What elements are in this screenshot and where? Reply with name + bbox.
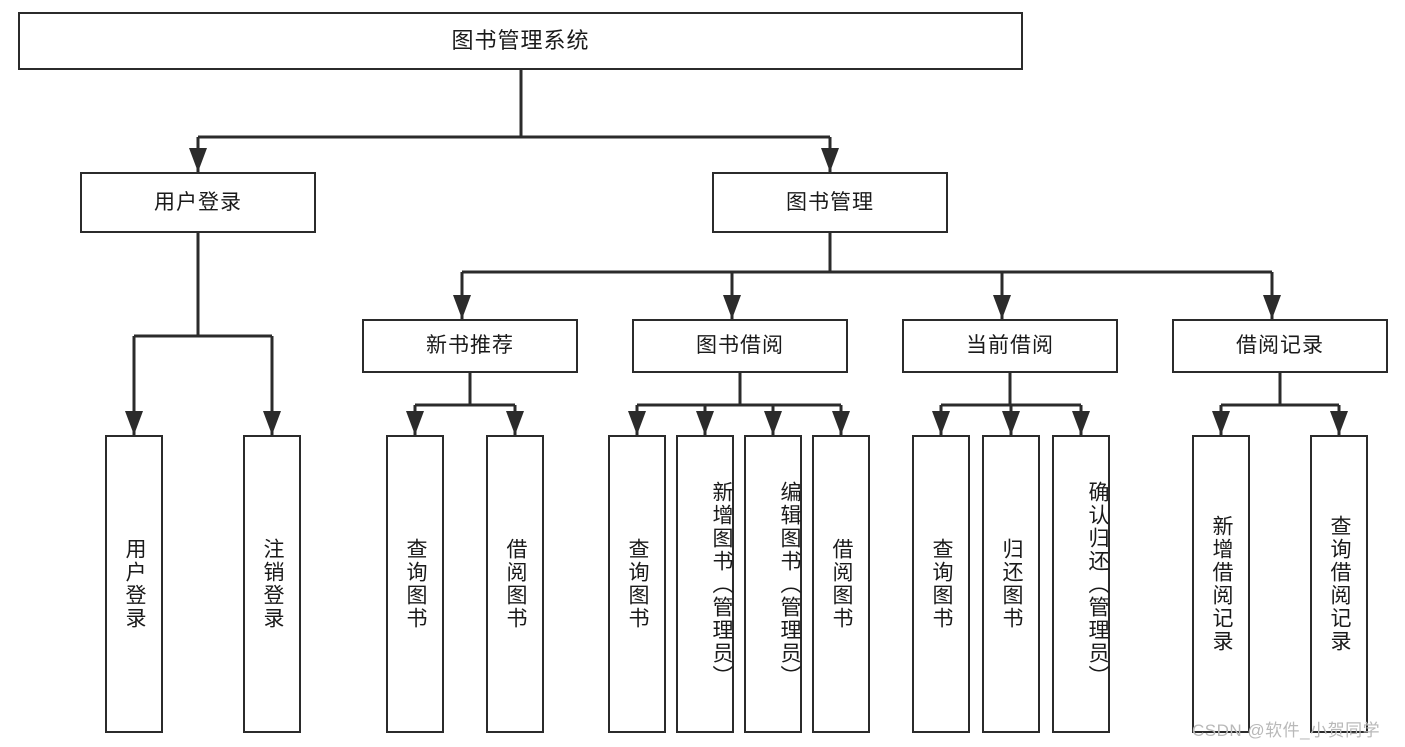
arrowhead-cb-children-0 <box>932 411 950 435</box>
node-label: 确认归还（管理员） <box>1086 480 1109 688</box>
arrowhead-manage-children-2 <box>993 295 1011 319</box>
node-label: 用户登录 <box>154 190 242 214</box>
node-leaf-cb-return[interactable]: 归还图书 <box>982 435 1040 733</box>
node-label: 新书推荐 <box>426 334 514 358</box>
node-leaf-br-add[interactable]: 新增借阅记录 <box>1192 435 1250 733</box>
node-leaf-logout[interactable]: 注销登录 <box>243 435 301 733</box>
node-current-borrow[interactable]: 当前借阅 <box>902 319 1118 373</box>
node-root[interactable]: 图书管理系统 <box>18 12 1023 70</box>
node-borrow-record[interactable]: 借阅记录 <box>1172 319 1388 373</box>
node-leaf-rec-borrow[interactable]: 借阅图书 <box>486 435 544 733</box>
node-leaf-bb-edit[interactable]: 编辑图书（管理员） <box>744 435 802 733</box>
node-label: 图书借阅 <box>696 334 784 358</box>
arrowhead-manage-children-0 <box>453 295 471 319</box>
arrowhead-borrow-children-1 <box>696 411 714 435</box>
node-leaf-rec-query[interactable]: 查询图书 <box>386 435 444 733</box>
arrowhead-br-children-1 <box>1330 411 1348 435</box>
arrowhead-cb-children-1 <box>1002 411 1020 435</box>
arrowhead-root-to-level2-0 <box>189 148 207 172</box>
node-new-book-rec[interactable]: 新书推荐 <box>362 319 578 373</box>
node-user-login[interactable]: 用户登录 <box>80 172 316 233</box>
node-label: 借阅图书 <box>830 538 854 630</box>
arrowhead-root-to-level2-1 <box>821 148 839 172</box>
node-leaf-bb-query[interactable]: 查询图书 <box>608 435 666 733</box>
arrowhead-manage-children-1 <box>723 295 741 319</box>
node-leaf-cb-confirm[interactable]: 确认归还（管理员） <box>1052 435 1110 733</box>
arrowhead-rec-children-1 <box>506 411 524 435</box>
node-label: 借阅记录 <box>1236 334 1324 358</box>
node-leaf-bb-borrow[interactable]: 借阅图书 <box>812 435 870 733</box>
node-label: 用户登录 <box>123 538 147 630</box>
node-label: 当前借阅 <box>966 334 1054 358</box>
node-leaf-br-query[interactable]: 查询借阅记录 <box>1310 435 1368 733</box>
arrowhead-br-children-0 <box>1212 411 1230 435</box>
node-label: 图书管理 <box>786 190 874 214</box>
arrowhead-rec-children-0 <box>406 411 424 435</box>
node-label: 注销登录 <box>261 538 285 630</box>
arrowhead-cb-children-2 <box>1072 411 1090 435</box>
node-book-manage[interactable]: 图书管理 <box>712 172 948 233</box>
node-label: 编辑图书（管理员） <box>778 480 801 688</box>
arrowhead-manage-children-3 <box>1263 295 1281 319</box>
node-label: 归还图书 <box>1000 538 1024 630</box>
node-label: 借阅图书 <box>504 538 528 630</box>
node-label: 查询借阅记录 <box>1328 515 1352 653</box>
arrowhead-login-children-1 <box>263 411 281 435</box>
node-leaf-bb-add[interactable]: 新增图书（管理员） <box>676 435 734 733</box>
arrowhead-borrow-children-0 <box>628 411 646 435</box>
node-label: 新增借阅记录 <box>1210 515 1234 653</box>
node-leaf-cb-query[interactable]: 查询图书 <box>912 435 970 733</box>
node-book-borrow[interactable]: 图书借阅 <box>632 319 848 373</box>
arrowhead-login-children-0 <box>125 411 143 435</box>
arrowhead-borrow-children-2 <box>764 411 782 435</box>
node-label: 查询图书 <box>626 538 650 630</box>
node-leaf-user-login[interactable]: 用户登录 <box>105 435 163 733</box>
node-label: 查询图书 <box>404 538 428 630</box>
node-label: 查询图书 <box>930 538 954 630</box>
arrowhead-borrow-children-3 <box>832 411 850 435</box>
node-label: 图书管理系统 <box>451 27 590 53</box>
node-label: 新增图书（管理员） <box>710 480 733 688</box>
